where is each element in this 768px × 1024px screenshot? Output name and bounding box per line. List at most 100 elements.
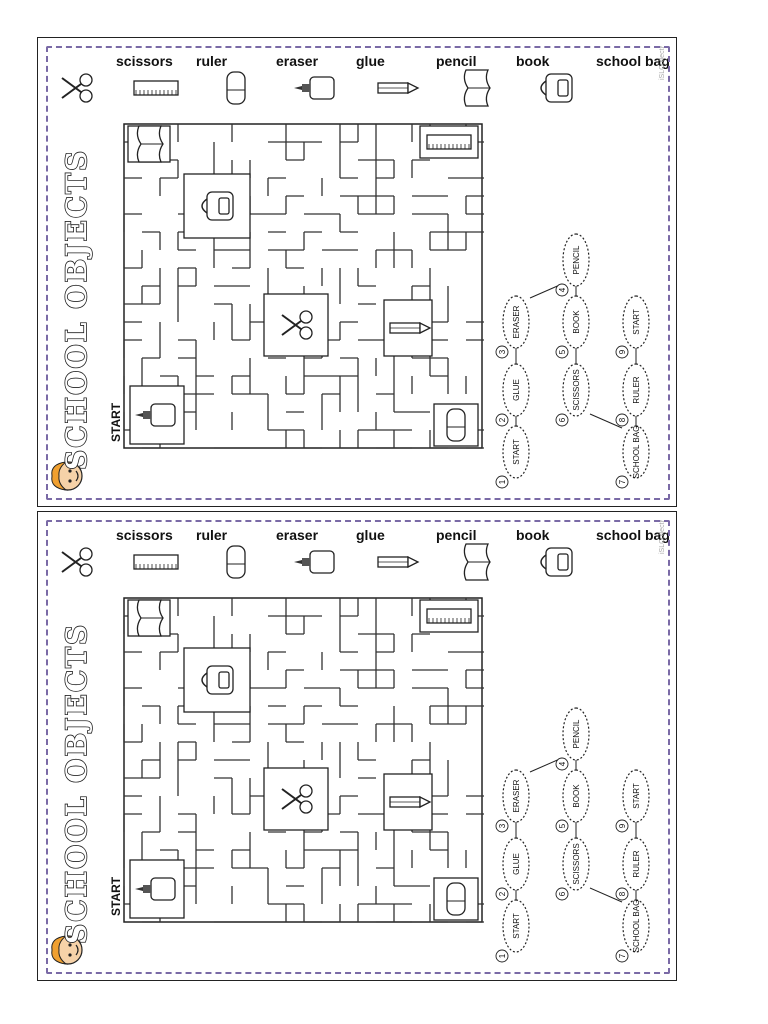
route-step-number: 3 [498, 823, 507, 828]
vocab-label: scissors [116, 53, 173, 69]
glue-icon [294, 550, 335, 574]
route-step-label: GLUE [512, 853, 521, 875]
route-step: GLUE 2 [495, 837, 530, 901]
route-step-label: START [512, 913, 521, 939]
book-icon [136, 125, 164, 163]
vocab-label: eraser [276, 527, 319, 543]
route-step: BOOK 5 [555, 769, 590, 833]
route-step-label: START [512, 439, 521, 465]
worksheet-canvas: SCHOOL OBJECTS scissors ruler eraser glue pen… [51, 520, 670, 965]
vocab-item-glue: glue [294, 527, 385, 574]
pencil-icon [377, 555, 420, 569]
vocab-label: ruler [196, 527, 228, 543]
route-step-number: 8 [618, 891, 627, 896]
route-step: ERASER 3 [495, 769, 530, 833]
route-step-number: 4 [558, 287, 567, 292]
vocab-item-ruler: ruler [133, 527, 228, 570]
ruler-icon [426, 134, 472, 150]
route-step-number: 6 [558, 417, 567, 422]
watermark: iSLCollective.com [659, 46, 666, 80]
route-step: ERASER 3 [495, 295, 530, 359]
route-step-number: 7 [618, 953, 627, 958]
vocab-label: eraser [276, 53, 319, 69]
vocab-item-pencil: pencil [377, 527, 476, 569]
watermark: iSLCollective.com [659, 520, 666, 554]
vocab-label: glue [356, 527, 385, 543]
route-step: RULER 8 [615, 837, 650, 901]
vocab-item-eraser: eraser [226, 53, 319, 105]
child-icon [51, 935, 83, 965]
vocab-label: school bag [596, 53, 670, 69]
route-step-number: 9 [618, 823, 627, 828]
route-step-label: BOOK [572, 784, 581, 808]
school-bag-icon [201, 191, 234, 221]
vocab-item-book: book [463, 527, 550, 581]
book-icon [463, 69, 491, 107]
scissors-icon [281, 310, 313, 340]
vocab-item-ruler: ruler [133, 53, 228, 96]
eraser-icon [446, 408, 466, 442]
route-step-number: 2 [498, 891, 507, 896]
vocab-item-glue: glue [294, 53, 385, 100]
route-chain: START1GLUE2ERASER3PENCIL4BOOK5SCISSORS6S… [495, 233, 650, 489]
route-step-label: ERASER [512, 305, 521, 338]
route-step-label: RULER [632, 850, 641, 877]
book-icon [463, 543, 491, 581]
vocab-label: scissors [116, 527, 173, 543]
maze: START [109, 123, 484, 449]
worksheet-bottom: SCHOOL OBJECTS scissors ruler eraser glue pen… [46, 520, 670, 974]
pencil-icon [389, 321, 432, 335]
route-step-number: 7 [618, 479, 627, 484]
vocab-item-school-bag: school bag [540, 53, 670, 103]
vocab-label: glue [356, 53, 385, 69]
school-bag-icon [540, 73, 573, 103]
maze-start-label: START [109, 876, 123, 916]
route-step: PENCIL 4 [555, 707, 590, 771]
vocab-item-eraser: eraser [226, 527, 319, 579]
worksheet-title: SCHOOL OBJECTS [60, 623, 93, 944]
route-step-label: GLUE [512, 379, 521, 401]
route-step-label: PENCIL [572, 719, 581, 748]
route-step-number: 5 [558, 823, 567, 828]
route-step-label: START [632, 309, 641, 335]
vocab-item-school-bag: school bag [540, 527, 670, 577]
route-step-number: 9 [618, 349, 627, 354]
route-step-number: 3 [498, 349, 507, 354]
route-step-label: RULER [632, 376, 641, 403]
route-chain: START1GLUE2ERASER3PENCIL4BOOK5SCISSORS6S… [495, 707, 650, 963]
vocab-label: pencil [436, 53, 476, 69]
glue-icon [135, 403, 176, 427]
route-step: START 9 [615, 295, 650, 359]
route-step-number: 6 [558, 891, 567, 896]
vocab-label: pencil [436, 527, 476, 543]
worksheet-copy-bottom: SCHOOL OBJECTS scissors ruler eraser glue pen… [37, 511, 677, 981]
route-step-number: 4 [558, 761, 567, 766]
route-step: START 1 [495, 899, 530, 963]
pencil-icon [389, 795, 432, 809]
vocab-label: school bag [596, 527, 670, 543]
route-step-label: PENCIL [572, 245, 581, 274]
school-bag-icon [201, 665, 234, 695]
route-step-label: SCHOOL BAG [632, 426, 641, 479]
route-step-label: SCISSORS [572, 843, 581, 884]
child-icon [51, 461, 83, 491]
eraser-icon [226, 545, 246, 579]
maze-start-label: START [109, 402, 123, 442]
scissors-icon [61, 547, 93, 577]
route-step-label: ERASER [512, 779, 521, 812]
route-step-number: 8 [618, 417, 627, 422]
dashed-border [46, 520, 670, 974]
route-step-label: START [632, 783, 641, 809]
route-step: SCISSORS 6 [555, 837, 590, 901]
route-step: START 9 [615, 769, 650, 833]
route-step: SCHOOL BAG 7 [615, 425, 650, 489]
ruler-icon [133, 80, 179, 96]
route-step-label: BOOK [572, 310, 581, 334]
route-step-number: 1 [498, 953, 507, 958]
